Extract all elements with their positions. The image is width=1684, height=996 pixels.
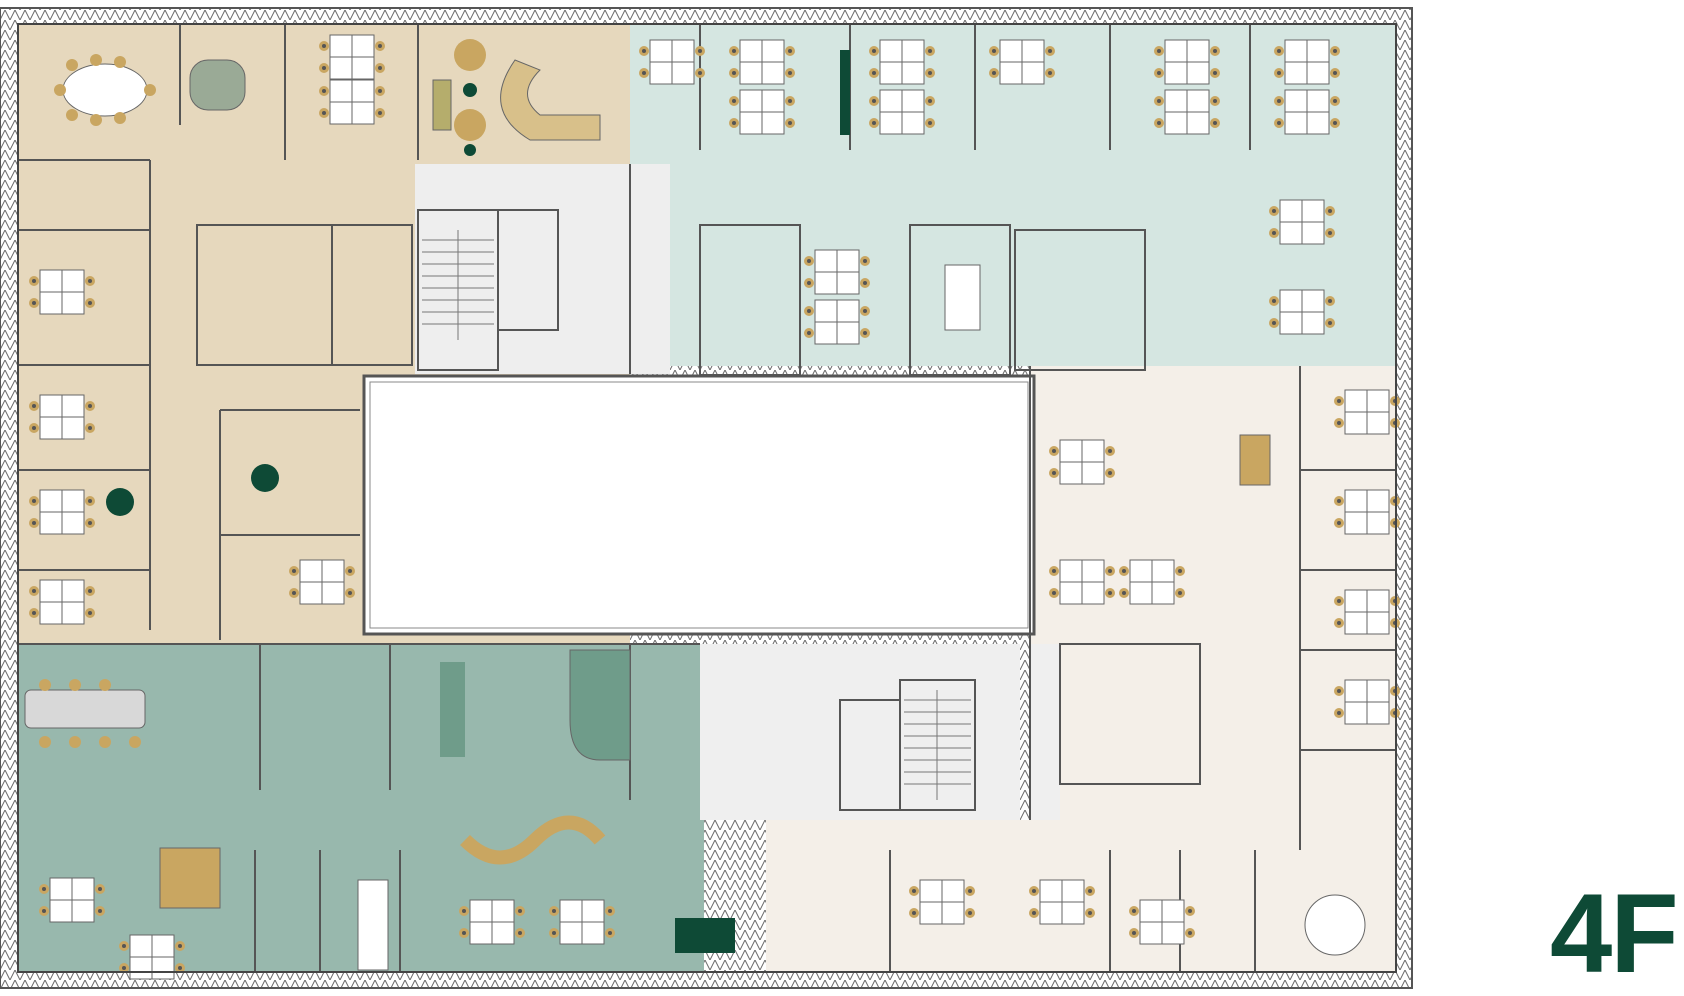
lounge-chair (454, 109, 486, 141)
lounge-sofa (1239, 434, 1271, 486)
phone-booth (159, 847, 221, 909)
meeting-table-oval (62, 63, 148, 117)
meeting-table-green (189, 59, 246, 111)
conference-table (944, 264, 981, 331)
planter-box (675, 918, 735, 953)
reception-desk (500, 59, 601, 141)
floor-label: 4F (1550, 871, 1679, 996)
zone-core-south (700, 644, 1020, 820)
round-table (106, 488, 134, 516)
facade-inner-edge (17, 23, 1397, 973)
planter (840, 50, 850, 135)
stair-north (422, 230, 494, 340)
lounge-chair (454, 39, 486, 71)
curved-bench (460, 815, 606, 865)
zone-core-north (415, 164, 670, 374)
side-table (463, 83, 477, 97)
walls (18, 24, 1396, 972)
side-table (464, 144, 476, 156)
bleacher-seating (569, 649, 631, 761)
round-table-large (1304, 894, 1366, 956)
stair-south (904, 690, 971, 800)
round-table (251, 464, 279, 492)
conference-table-trapezoid (357, 879, 389, 971)
atrium-void (362, 374, 1036, 636)
zone-southeast-lower (766, 820, 1030, 972)
atrium-inner-edge (369, 381, 1029, 629)
zone-core-east-strip (1030, 644, 1060, 820)
long-table (24, 689, 146, 729)
bench (440, 662, 465, 757)
sofa (432, 79, 452, 131)
